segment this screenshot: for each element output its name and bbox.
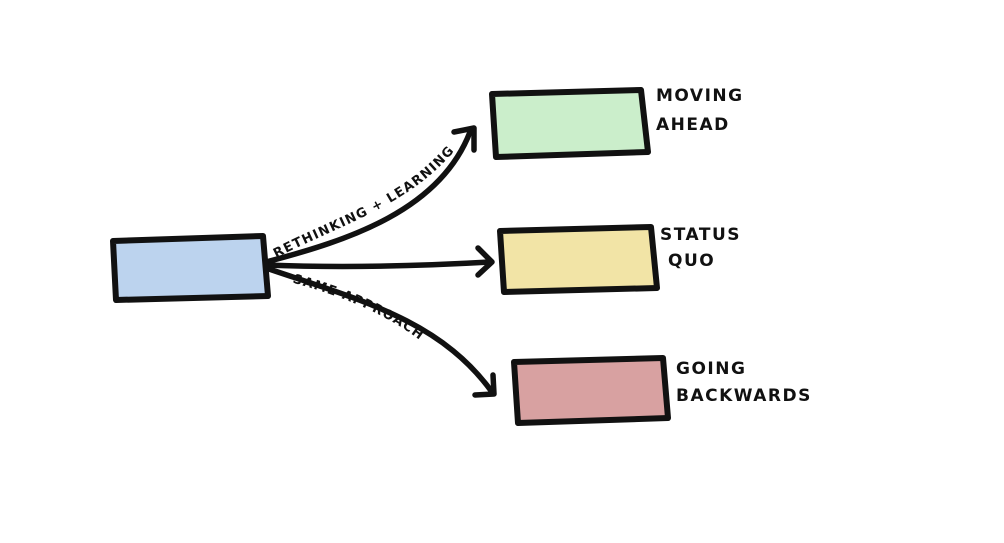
edge-rethinking xyxy=(263,125,477,265)
moving-ahead-box xyxy=(489,87,651,160)
edge-same-approach xyxy=(263,265,497,398)
node-going-backwards: GOING BACKWARDS xyxy=(511,355,812,426)
edge-status-quo xyxy=(263,245,495,278)
node-moving-ahead: MOVING AHEAD xyxy=(489,86,751,160)
going-backwards-box xyxy=(511,355,671,426)
edge-label-same-approach: SAME APPROACH xyxy=(291,272,427,344)
node-start xyxy=(110,233,271,303)
edge-label-rethinking-learning: RETHINKING + LEARNING xyxy=(271,143,458,262)
arrowhead-status-quo xyxy=(475,245,495,278)
arrowhead-moving-ahead xyxy=(451,125,477,153)
arrow-to-going-backwards xyxy=(263,265,495,395)
arrow-to-status-quo xyxy=(263,259,493,270)
moving-ahead-label: MOVING AHEAD xyxy=(656,86,751,135)
arrowhead-going-backwards xyxy=(472,372,497,398)
arrow-to-moving-ahead xyxy=(263,129,473,265)
status-quo-label: STATUS QUO xyxy=(660,225,748,271)
status-quo-box xyxy=(497,224,660,295)
going-backwards-label: GOING BACKWARDS xyxy=(676,359,812,406)
node-status-quo: STATUS QUO xyxy=(497,224,748,295)
start-box xyxy=(110,233,271,303)
